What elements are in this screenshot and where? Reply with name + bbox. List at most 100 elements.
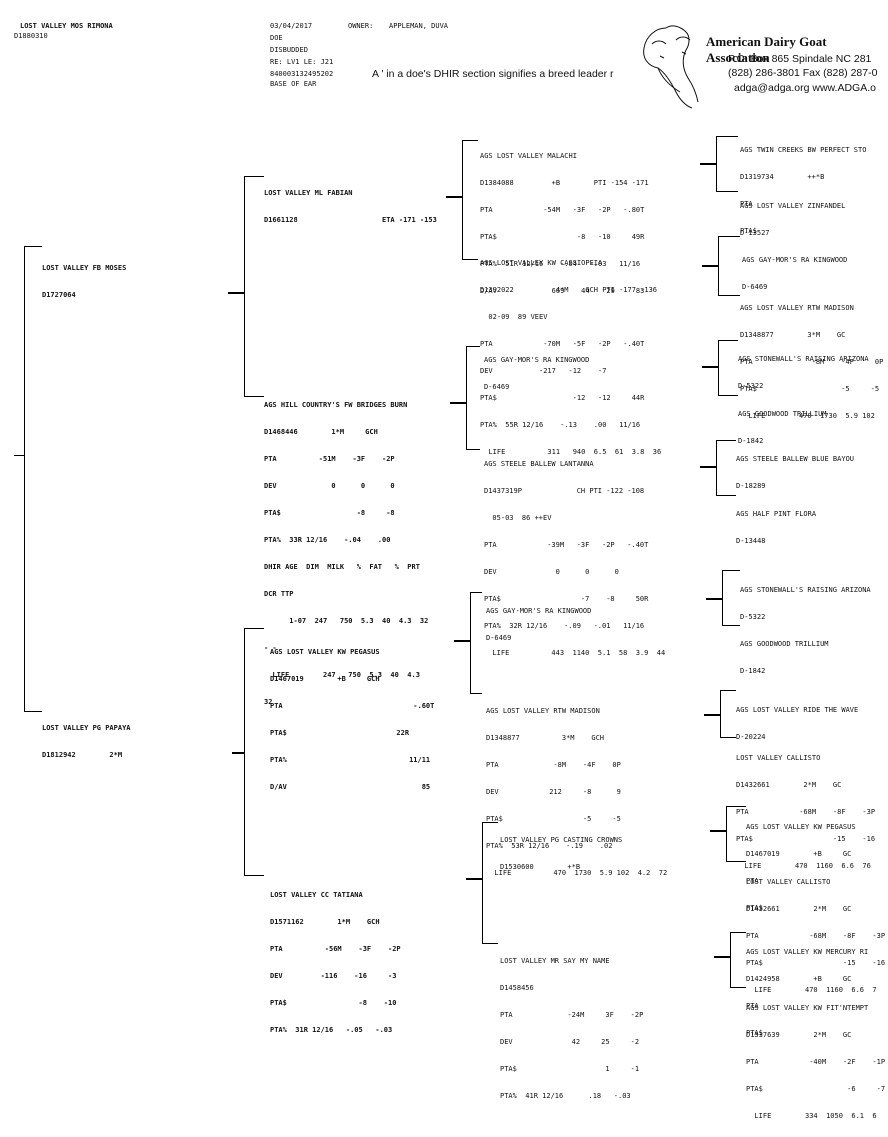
record-line: D1468446 1*M GCH xyxy=(264,428,378,436)
record-line: 05-03 86 ++EV xyxy=(484,514,552,522)
record-line: D1348877 3*M GCH xyxy=(486,734,605,742)
gen1-bottom-arm2 xyxy=(244,875,264,876)
record-line: PTA% 31R 12/16 -.05 -.03 xyxy=(270,1026,393,1034)
gen2-arm xyxy=(470,592,482,593)
record-line: PTA% 51R 12/16 -.04 -.03 11/16 xyxy=(480,260,641,268)
dam-name: LOST VALLEY PG PAPAYA xyxy=(42,724,131,732)
record-line: D1432661 2*M GC xyxy=(746,905,852,913)
record-line: LIFE 470 1160 6.6 7 xyxy=(746,986,877,994)
gen3-bracket-4 xyxy=(716,440,717,496)
record-line: PTA$ 1 -1 xyxy=(500,1065,640,1073)
gen3-arm xyxy=(716,440,736,441)
record-line: AGS LOST VALLEY KW FIT'NTEMPT xyxy=(746,1004,869,1012)
record-line: PTA -.60T xyxy=(270,702,435,710)
record-line: AGS STEELE BALLEW LANTANNA xyxy=(484,460,594,468)
record-line: D1392022 4*M GCH PTI -177 -136 xyxy=(480,286,658,294)
gen2-bracket-2 xyxy=(466,346,467,450)
gen2-bracket-4 xyxy=(482,822,483,944)
record-line: AGS GAY-MOR'S RA KINGWOOD xyxy=(486,607,592,615)
record-line: PTA$ -8 -10 49R xyxy=(480,233,645,241)
gen1-bottom-stub xyxy=(232,752,244,754)
gen4-block-2: AGS LOST VALLEY ZINFANDEL D-13527 xyxy=(740,184,845,247)
gen2-stub xyxy=(450,402,466,404)
gen4-block-15: AGS LOST VALLEY KW MERCURY RI D1424958 +… xyxy=(746,930,868,1047)
record-line: AGS LOST VALLEY KW PEGASUS xyxy=(270,648,380,656)
gen3-stub xyxy=(714,956,730,958)
gen4-block-12: LOST VALLEY CALLISTO D1432661 2*M GC PTA… xyxy=(736,736,875,880)
gen4-block-9: AGS STONEWALL'S RAISING ARIZONA D-5322 xyxy=(740,568,871,631)
tag-number: 840003132495202 xyxy=(270,70,334,78)
goat-heads-logo-icon xyxy=(643,25,699,109)
gen3-arm xyxy=(722,625,740,626)
record-line: LIFE 470 1160 6.6 76 xyxy=(736,862,871,870)
record-line: PTA$ -12 -12 44R xyxy=(480,394,645,402)
gen1-top-bracket xyxy=(244,176,245,397)
gen3-arm xyxy=(716,495,736,496)
record-line: AGS GOODWOOD TRILLIUM xyxy=(740,640,829,648)
gen1-top-arm1 xyxy=(244,176,264,177)
gen2-block-4: LOST VALLEY CC TATIANA D1571162 1*M GCH … xyxy=(270,873,401,1044)
record-line: PTA$ xyxy=(746,904,763,912)
owner-label: OWNER: xyxy=(348,22,374,30)
gen3-bracket-2 xyxy=(718,236,719,296)
gen3-bracket-1 xyxy=(716,136,717,192)
record-line: PTA -39M -3F -2P -.40T xyxy=(484,541,649,549)
gen3-arm xyxy=(718,295,740,296)
record-line: PTA xyxy=(740,200,753,208)
record-line: PTA$ xyxy=(746,1029,763,1037)
record-line: LIFE 470 1730 5.9 102 4.2 72 xyxy=(486,869,668,877)
gen2-block-1: LOST VALLEY ML FABIAN D1661128 ETA -171 … xyxy=(264,171,437,234)
gen1-bottom-arm1 xyxy=(244,628,264,629)
record-line: LIFE 334 1050 6.1 6 xyxy=(746,1112,877,1120)
gen3-block-6: AGS LOST VALLEY RTW MADISON D1348877 3*M… xyxy=(486,689,667,887)
record-line: PTA$ -6 -7 xyxy=(746,1085,886,1093)
tag-location: BASE OF EAR xyxy=(270,80,317,88)
owner-name: APPLEMAN, DUVA xyxy=(389,22,449,30)
record-line: D1348877 3*M GC xyxy=(740,331,846,339)
record-line: PTA -68M -8F -3P xyxy=(746,932,886,940)
gen3-bracket-6 xyxy=(720,690,721,738)
gen3-block-8: LOST VALLEY MR SAY MY NAME D1458456 PTA … xyxy=(500,939,643,1110)
record-line: D1530600 +*B xyxy=(500,863,581,871)
record-line: LOST VALLEY MR SAY MY NAME xyxy=(500,957,610,965)
record-line: DEV 0 0 0 xyxy=(484,568,619,576)
gen3-stub xyxy=(704,714,720,716)
gen2-arm xyxy=(466,346,480,347)
gen3-arm xyxy=(716,136,738,137)
record-line: D1319734 ++*B xyxy=(740,173,825,181)
gen3-stub xyxy=(706,598,722,600)
record-line: LIFE 443 1140 5.1 58 3.9 44 xyxy=(484,649,666,657)
subject-name: LOST VALLEY MOS RIMONA xyxy=(20,22,113,30)
gen2-block-3: AGS LOST VALLEY KW PEGASUS D1467019 +B G… xyxy=(270,630,434,801)
record-line: D-6469 xyxy=(742,283,768,291)
record-line: PTA% 53R 12/16 -.19 .02 xyxy=(486,842,613,850)
record-line: DHIR AGE DIM MILK % FAT % PRT xyxy=(264,563,420,571)
gen4-block-16: AGS LOST VALLEY KW FIT'NTEMPT D1337639 2… xyxy=(746,986,885,1130)
gen0-top-arm xyxy=(24,246,42,247)
record-line: 1-07 247 750 5.3 40 4.3 32 xyxy=(264,617,429,625)
record-line: PTA -8M -4F 0P xyxy=(740,358,884,366)
gen4-block-6: AGS GOODWOOD TRILLIUM D-1842 xyxy=(738,392,827,455)
record-line: LOST VALLEY PG CASTING CROWNS xyxy=(500,836,623,844)
record-line: D/AV 85 xyxy=(270,783,431,791)
gen2-stub xyxy=(466,878,482,880)
gen2-arm xyxy=(462,140,478,141)
record-line: LOST VALLEY CALLISTO xyxy=(746,878,831,886)
gen4-block-14: LOST VALLEY CALLISTO D1432661 2*M GC PTA… xyxy=(746,860,885,1004)
gen3-block-1: AGS LOST VALLEY MALACHI D1384088 +B PTI … xyxy=(480,134,649,305)
gen4-block-3: AGS GAY-MOR'S RA KINGWOOD D-6469 xyxy=(742,238,847,301)
record-line: PTA% 55R 12/16 -.13 .00 11/16 xyxy=(480,421,641,429)
record-line: PTA -8M -4F 0P xyxy=(486,761,621,769)
record-line: PTA$ -8 -8 xyxy=(264,509,395,517)
record-line: PTA% 32R 12/16 -.09 -.01 11/16 xyxy=(484,622,645,630)
record-line: AGS HALF PINT FLORA xyxy=(736,510,817,518)
gen4-block-10: AGS GOODWOOD TRILLIUM D-1842 xyxy=(740,622,829,685)
record-line: AGS STEELE BALLEW BLUE BAYOU xyxy=(736,455,855,463)
record-line: D1661128 ETA -171 -153 xyxy=(264,216,437,224)
record-line: LIFE 470 1730 5.9 102 xyxy=(740,412,875,420)
record-line: PTA$ -8 -10 xyxy=(270,999,397,1007)
record-line: DEV 0 0 0 xyxy=(264,482,395,490)
sire-reg: D1727064 xyxy=(42,291,76,299)
record-line: PTA -24M 3F -2P xyxy=(500,1011,644,1019)
gen2-block-2: AGS HILL COUNTRY'S FW BRIDGES BURN D1468… xyxy=(264,383,428,716)
